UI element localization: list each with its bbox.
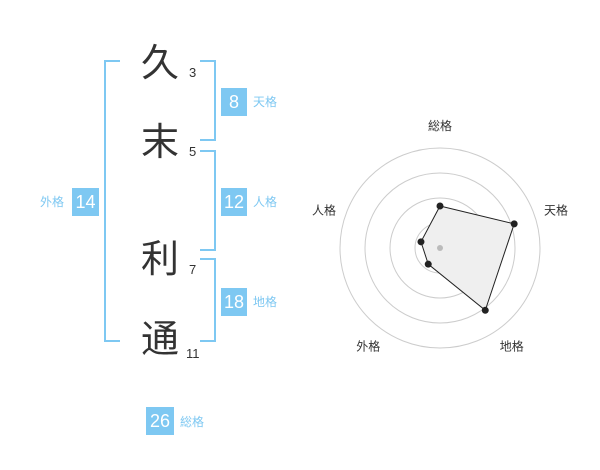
radar-point — [417, 238, 425, 246]
stroke-count-1: 3 — [189, 65, 197, 80]
radar-axis-label: 天格 — [544, 202, 568, 217]
gaikaku-value: 14 — [72, 188, 99, 216]
gaikaku-bracket — [104, 60, 120, 342]
tenkaku-bracket — [200, 60, 216, 141]
radar-ring — [339, 147, 541, 349]
chikaku-value: 18 — [221, 288, 247, 316]
stroke-count-3: 7 — [189, 262, 197, 277]
name-char-4: 通 — [141, 317, 180, 361]
soukaku-label: 総格 — [180, 415, 205, 429]
radar-point — [424, 260, 432, 268]
chikaku-label: 地格 — [253, 295, 278, 309]
tenkaku-label: 天格 — [253, 95, 278, 109]
name-char-2: 末 — [141, 120, 180, 164]
radar-point — [481, 306, 489, 314]
radar-area — [420, 205, 515, 312]
gaikaku-label: 外格 — [40, 195, 65, 209]
radar-point — [510, 220, 518, 228]
name-char-1: 久 — [141, 41, 180, 85]
radar-center — [437, 245, 443, 251]
radar-axis-label: 外格 — [356, 339, 380, 354]
stroke-count-4: 11 — [186, 346, 200, 361]
jinkaku-label: 人格 — [253, 195, 278, 209]
radar-axis-label: 人格 — [312, 202, 336, 217]
name-char-3: 利 — [141, 237, 180, 281]
tenkaku-value: 8 — [221, 88, 247, 116]
radar-axis-label: 総格 — [428, 118, 452, 133]
radar-ring — [364, 172, 516, 324]
stroke-count-2: 5 — [189, 144, 197, 159]
jinkaku-value: 12 — [221, 188, 247, 216]
radar-axis-label: 地格 — [500, 339, 524, 354]
radar-point — [436, 202, 444, 210]
soukaku-value: 26 — [146, 407, 174, 435]
chikaku-bracket — [200, 258, 216, 342]
jinkaku-bracket — [200, 150, 216, 251]
